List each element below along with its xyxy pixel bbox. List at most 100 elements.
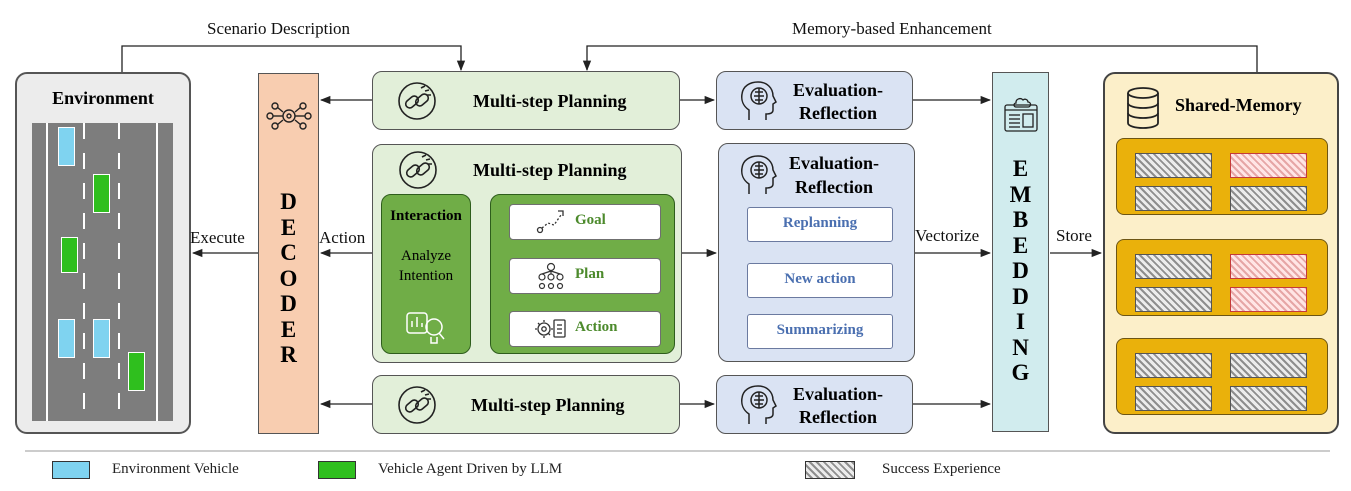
legend-swatch-success-experience <box>805 461 855 479</box>
legend-label: Environment Vehicle <box>112 461 239 477</box>
embedding-block: E M B E D D I N G <box>992 72 1049 432</box>
memory-cell-failure <box>1230 254 1307 279</box>
decoder-letter: D <box>280 291 297 316</box>
decoder-block: D E C O D E R <box>258 73 319 434</box>
action-step: Action <box>509 311 661 347</box>
evaluation-title: Evaluation- <box>788 153 880 173</box>
interaction-box: Interaction Analyze Intention <box>381 194 471 354</box>
planning-title: Multi-step Planning <box>473 91 627 111</box>
embedding-letter: D <box>1012 258 1029 283</box>
brain-head-icon <box>741 385 777 424</box>
network-icon <box>266 102 312 130</box>
road <box>32 123 173 421</box>
embedding-letter: M <box>1009 181 1032 207</box>
evaluation-title: Reflection <box>799 103 877 123</box>
memory-cell-failure <box>1230 287 1307 312</box>
evaluation-title: Reflection <box>799 407 877 427</box>
memory-feedback-arrow <box>582 45 1258 72</box>
scenario-description-label: Scenario Description <box>207 19 351 38</box>
road-edge-line <box>156 123 158 421</box>
route-icon <box>536 210 564 234</box>
memory-cell-success <box>1135 186 1212 211</box>
road-edge-line <box>46 123 48 421</box>
embedding-letter: E <box>1012 156 1029 181</box>
shared-memory-panel: Shared-Memory <box>1103 72 1339 434</box>
lane-divider <box>118 123 120 421</box>
legend-label: Success Experience <box>882 461 1001 477</box>
planning-box-bottom: Multi-step Planning <box>372 375 680 434</box>
chain-link-icon <box>398 386 436 424</box>
scenario-feedback-arrow <box>121 45 466 72</box>
environment-vehicle <box>93 319 110 358</box>
memory-enhancement-label: Memory-based Enhancement <box>792 19 992 38</box>
action-label: Action <box>319 228 366 247</box>
decoder-letter: R <box>280 342 297 367</box>
vectorize-label: Vectorize <box>915 226 980 245</box>
memory-group <box>1116 138 1328 215</box>
environment-vehicle <box>58 127 75 166</box>
step-label: Goal <box>575 212 606 228</box>
chain-link-icon <box>399 151 437 189</box>
memory-group <box>1116 239 1328 316</box>
evaluation-box-bottom: Evaluation- Reflection <box>716 375 913 434</box>
brain-head-icon <box>741 81 777 120</box>
planning-title: Multi-step Planning <box>473 160 627 180</box>
step-label: Plan <box>575 266 605 282</box>
embedding-letter: D <box>1012 283 1029 309</box>
decoder-letter: C <box>280 240 297 265</box>
summarizing-step: Summarizing <box>747 314 893 349</box>
planning-title: Multi-step Planning <box>471 395 625 415</box>
replanning-step: Replanning <box>747 207 893 242</box>
gear-document-icon <box>535 319 566 338</box>
interaction-text: Intention <box>398 268 454 284</box>
decoder-letter: O <box>279 265 298 291</box>
agent-vehicle <box>128 352 145 391</box>
memory-cell-failure <box>1230 153 1307 178</box>
embedding-letter: I <box>1016 309 1025 334</box>
new-action-step: New action <box>747 263 893 298</box>
memory-cell-success <box>1135 353 1212 378</box>
decoder-letter: E <box>280 214 297 240</box>
interaction-title: Interaction <box>390 208 462 224</box>
evaluation-box-middle: Evaluation- Reflection Replanning New ac… <box>718 143 915 362</box>
brain-head-icon <box>741 155 777 194</box>
plan-step: Plan <box>509 258 661 294</box>
memory-cell-success <box>1230 386 1307 411</box>
legend-swatch-agent-vehicle <box>318 461 356 479</box>
lane-divider <box>83 123 85 421</box>
memory-cell-success <box>1135 386 1212 411</box>
environment-title: Environment <box>52 88 154 108</box>
memory-cell-success <box>1135 153 1212 178</box>
agent-vehicle <box>93 174 110 213</box>
shared-memory-title: Shared-Memory <box>1175 95 1302 115</box>
memory-group <box>1116 338 1328 415</box>
planning-box-top: Multi-step Planning <box>372 71 680 130</box>
database-icon <box>1127 87 1159 129</box>
evaluation-box-top: Evaluation- Reflection <box>716 71 913 130</box>
interaction-text: Analyze <box>401 248 451 264</box>
evaluation-title: Evaluation- <box>792 80 884 100</box>
evaluation-title: Reflection <box>795 177 873 197</box>
embedding-letter: E <box>1012 232 1029 258</box>
embedding-letter: G <box>1011 360 1030 385</box>
hierarchy-icon <box>538 262 564 290</box>
analysis-icon <box>406 312 445 344</box>
store-label: Store <box>1056 226 1092 245</box>
environment-vehicle <box>58 319 75 358</box>
embedding-letter: B <box>1012 207 1029 232</box>
execute-label: Execute <box>190 228 245 247</box>
memory-cell-success <box>1135 287 1212 312</box>
evaluation-title: Evaluation- <box>792 384 884 404</box>
legend-swatch-environment-vehicle <box>52 461 90 479</box>
memory-cell-success <box>1230 353 1307 378</box>
memory-cell-success <box>1230 186 1307 211</box>
chain-link-icon <box>398 82 436 120</box>
planning-steps-panel: Goal Plan Action <box>490 194 675 354</box>
memory-cell-success <box>1135 254 1212 279</box>
legend-label: Vehicle Agent Driven by LLM <box>378 461 563 477</box>
decoder-letter: E <box>280 316 297 342</box>
step-label: Action <box>575 319 618 335</box>
cloud-document-icon <box>1004 98 1038 132</box>
agent-vehicle <box>61 237 78 273</box>
